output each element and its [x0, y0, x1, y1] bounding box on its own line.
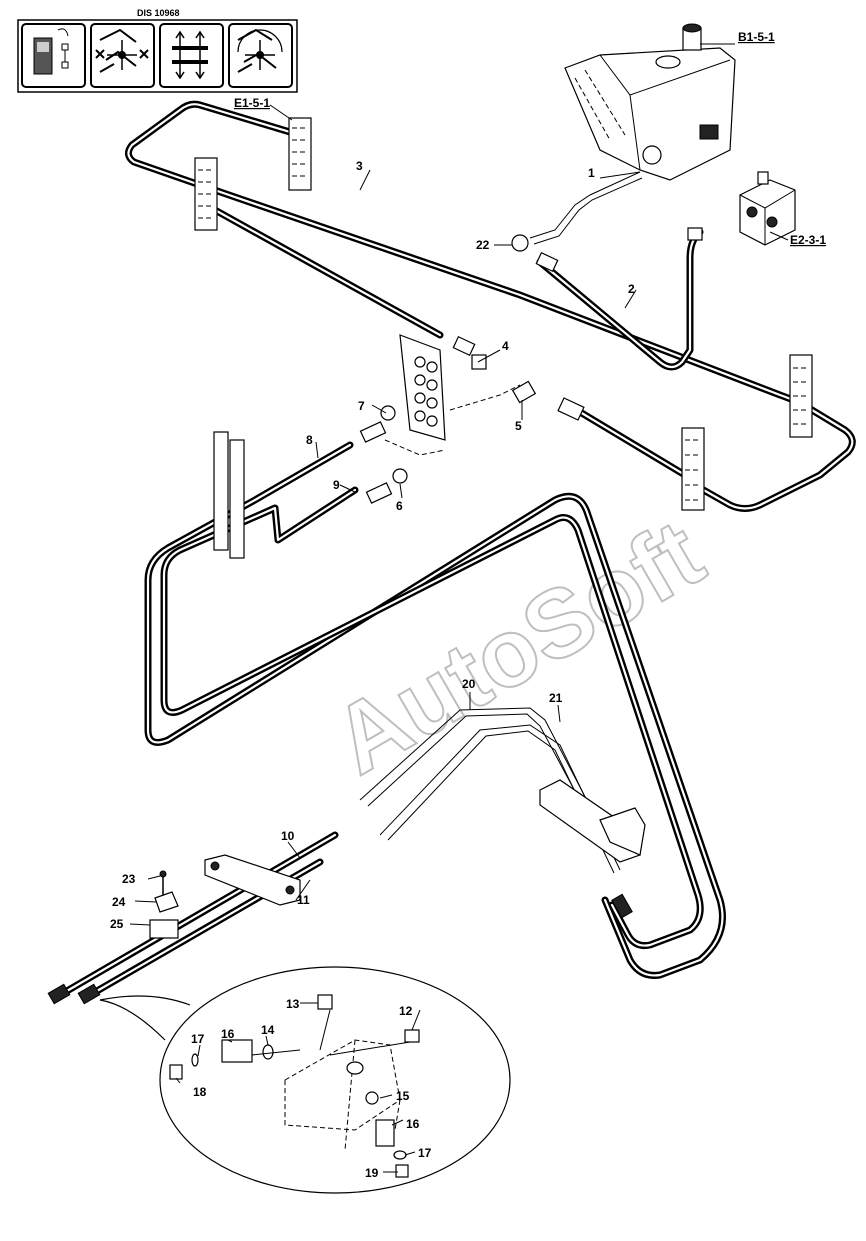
dis-code: DIS 10968	[137, 8, 180, 18]
machine-rotation-icon	[228, 23, 293, 88]
lower-block	[47, 779, 646, 1005]
callout-3: 3	[356, 159, 363, 173]
callout-10: 10	[281, 829, 295, 843]
callout-2: 2	[628, 282, 635, 296]
callout-13: 13	[286, 997, 300, 1011]
reference-labels: B1-5-1 E1-5-1 E2-3-1	[234, 30, 826, 247]
ref-b1: B1-5-1	[738, 30, 775, 44]
callout-16a: 16	[221, 1027, 235, 1041]
clamp-left-tall-b	[229, 439, 245, 559]
callout-19: 19	[365, 1166, 379, 1180]
callout-7: 7	[358, 399, 365, 413]
hydraulic-arrows-icon	[159, 23, 224, 88]
ref-e1: E1-5-1	[234, 96, 270, 110]
callout-17b: 17	[418, 1146, 432, 1160]
clamp-right-lower	[681, 427, 705, 511]
callout-25: 25	[110, 917, 124, 931]
callout-numbers: 1 2 3 4 5 6 7 8 9 10 11 12 13 14 15 16 1…	[110, 159, 635, 1180]
callout-16b: 16	[406, 1117, 420, 1131]
valve-block	[739, 171, 796, 246]
callout-1: 1	[588, 166, 595, 180]
detail-bubble	[99, 966, 511, 1194]
hose-lines	[56, 100, 856, 999]
clamp-plates	[194, 117, 813, 559]
ref-e2: E2-3-1	[790, 233, 826, 247]
callout-17a: 17	[191, 1032, 205, 1046]
header-icon-strip: DIS 10968	[17, 8, 298, 93]
callout-8: 8	[306, 433, 313, 447]
callout-21: 21	[549, 691, 563, 705]
callout-11: 11	[297, 893, 310, 907]
clamp-left-tall-a	[213, 431, 229, 551]
callout-15: 15	[396, 1089, 410, 1103]
fittings	[359, 227, 703, 504]
callout-24: 24	[112, 895, 126, 909]
hose-2	[536, 228, 704, 371]
machine-moves-icon	[90, 23, 155, 88]
callout-6: 6	[396, 499, 403, 513]
callout-22: 22	[476, 238, 490, 252]
callout-9: 9	[333, 478, 340, 492]
mounting-bracket	[384, 334, 521, 456]
callout-4: 4	[502, 339, 509, 353]
callout-20: 20	[462, 677, 476, 691]
callout-12: 12	[399, 1004, 413, 1018]
control-unit-icon	[21, 23, 86, 88]
callout-14: 14	[261, 1023, 275, 1037]
hydraulic-tank	[564, 23, 736, 181]
clamp-upper-center	[288, 117, 312, 191]
watermark: AutoSoft	[316, 500, 720, 795]
leader-lines	[129, 43, 789, 1173]
callout-23: 23	[122, 872, 136, 886]
callout-18: 18	[193, 1085, 207, 1099]
callout-5: 5	[515, 419, 522, 433]
